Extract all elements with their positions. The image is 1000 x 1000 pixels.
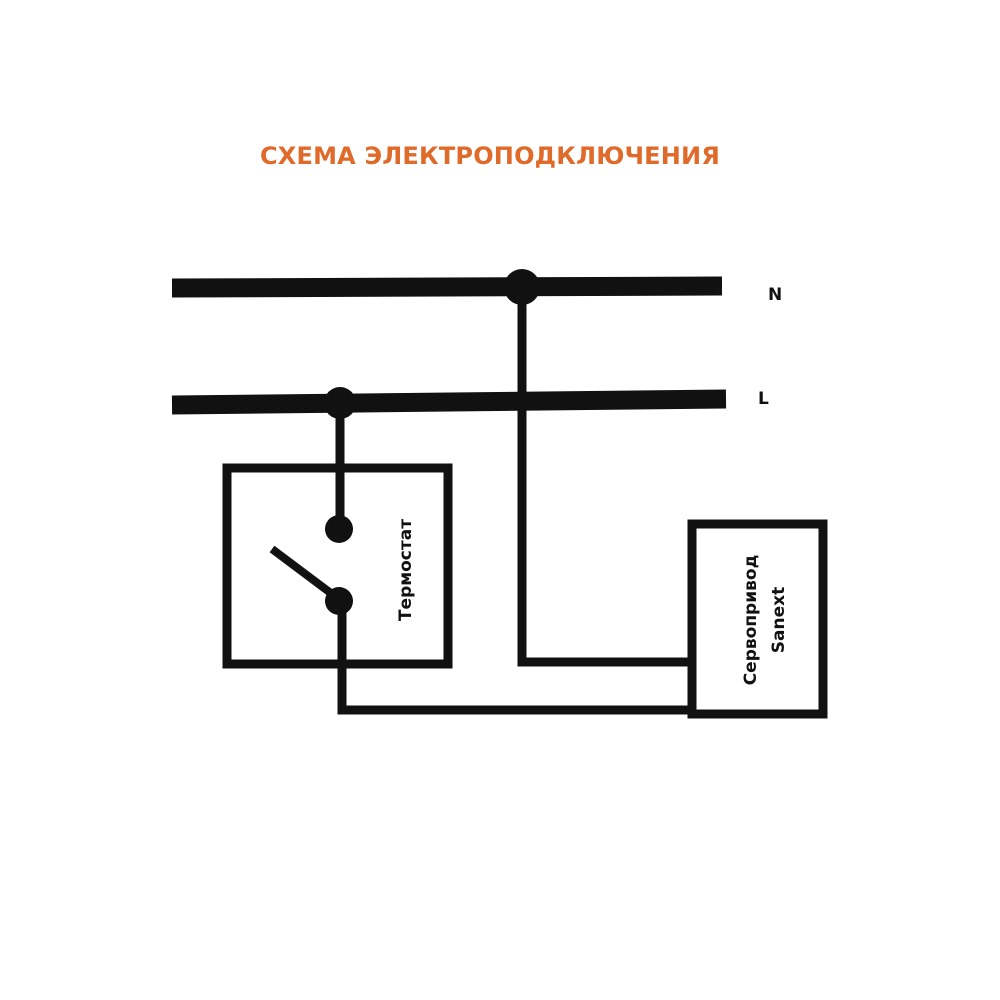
actuator-label-line2: Sanext [769, 587, 789, 653]
neutral-bus-label: N [768, 285, 782, 305]
line-bus-label: L [758, 389, 769, 409]
thermostat-label: Термостат [396, 519, 416, 621]
thermostat-to-actuator-wire [337, 601, 692, 715]
thermostat-upper-contact [325, 515, 353, 543]
neutral-to-actuator-wire [517, 287, 692, 667]
neutral-bus-wire [171, 276, 723, 298]
actuator-label-line1: Сервопривод [741, 555, 761, 686]
actuator-box [687, 519, 828, 719]
diagram-title: СХЕМА ЭЛЕКТРОПОДКЛЮЧЕНИЯ [259, 142, 721, 170]
thermostat-switch-lever [269, 545, 339, 601]
line-bus-wire [171, 389, 727, 415]
